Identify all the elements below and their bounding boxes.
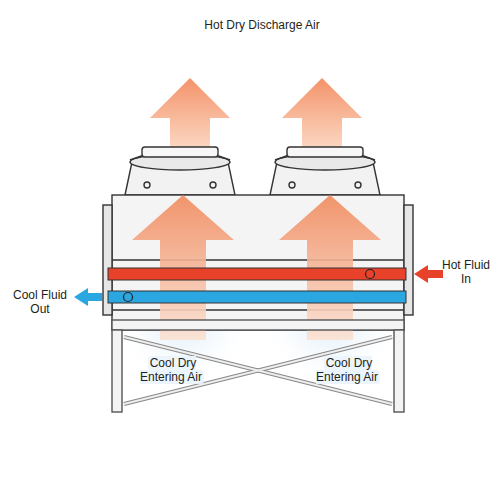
air-label: Hot Dry Discharge Air [162,18,362,32]
air-label: Cool Dry Entering Air [132,356,212,384]
fluid-label: Hot Fluid In [441,258,491,286]
air-label: Cool Dry Entering Air [308,356,388,384]
fluid-label: Cool Fluid Out [9,288,71,316]
